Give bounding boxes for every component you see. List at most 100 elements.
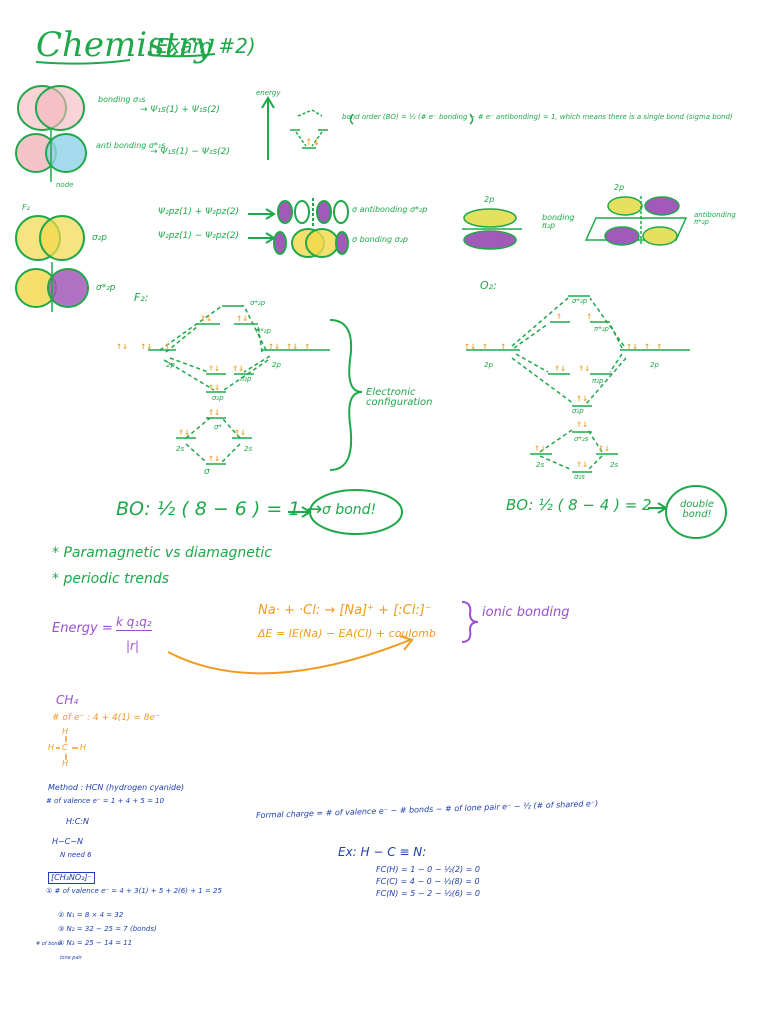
f2-electrons-s: ↑↓ xyxy=(208,453,221,464)
bond-order-note: bond order (BO) = ½ (# e⁻ bonding − # e⁻… xyxy=(342,113,733,121)
o2-diagram-label: O₂: xyxy=(480,279,497,292)
h2-node-label: node xyxy=(56,181,74,189)
ch3no2-title: [CH₃NO₂]⁻ xyxy=(48,872,95,884)
f2-arrows xyxy=(248,208,276,244)
o2-top-label: σ*₂p xyxy=(572,297,588,305)
o2-electrons-2s-left: ↑↓ xyxy=(534,443,547,454)
o2-bond-result: double bond! xyxy=(679,499,715,520)
hcn-lewis1: H:C:N xyxy=(66,817,89,826)
f2-sigma-label-d: σ₂p xyxy=(212,394,224,402)
f2-bonding-label: σ bonding σ₂p xyxy=(352,235,409,244)
title-underline xyxy=(35,59,131,65)
f2-left-2s: 2s xyxy=(176,445,185,453)
h2-mo-diagram xyxy=(290,109,328,149)
f2-sigma-label: σ₂p xyxy=(92,233,108,243)
o2-electrons-left: ↑↓ ↑ ↑ xyxy=(464,341,507,352)
page-title: Chemistry xyxy=(36,25,214,65)
config-brace xyxy=(329,319,363,471)
ch3no2-n2: ③ N₂ = 32 − 25 = 7 (bonds) xyxy=(58,925,157,933)
f2-left-2p: 2p xyxy=(166,361,175,369)
o2-left-2p: 2p xyxy=(484,361,493,369)
f2-electrons-sstar: ↑↓ xyxy=(208,407,221,418)
hcn-lewis2: H−C−N xyxy=(52,837,83,846)
f2-eq2: Ψ₂pz(1) − Ψ₂pz(2) xyxy=(158,231,240,241)
h2-antibonding-label: anti bonding σ*₁s xyxy=(96,141,166,150)
ionic-reaction: Na· + ·Cl: → [Na]⁺ + [:Cl:]⁻ xyxy=(258,603,432,618)
f2-bond-order: BO: ½ ( 8 − 6 ) = 1 → xyxy=(116,498,323,520)
energy-eq-label: Energy = xyxy=(52,621,113,636)
o2-left-2s: 2s xyxy=(536,461,545,469)
f2-diagram-label: F₂: xyxy=(134,291,149,304)
ch3no2-side: # of bond xyxy=(36,941,61,947)
f2-right-2s: 2s xyxy=(244,445,253,453)
f2-eq1: Ψ₂pz(1) + Ψ₂pz(2) xyxy=(158,207,240,217)
h2-bonding-label: bonding σ₁s xyxy=(98,95,146,104)
o2-electrons-sstar: ↑↓ xyxy=(576,419,589,430)
ionic-delta-e: ΔE = IE(Na) − EA(Cl) + coulomb xyxy=(258,627,436,640)
f2-orbital-label: F₂ xyxy=(22,203,30,212)
f2-electrons-pistar: ↑↓ ↑↓ xyxy=(200,313,249,324)
svg-text:↑↓: ↑↓ xyxy=(305,138,320,148)
fc-h: FC(H) = 1 − 0 − ½(2) = 0 xyxy=(376,865,480,874)
o2-sigma-s-label: σ₂s xyxy=(574,473,585,481)
ionic-brace xyxy=(461,601,479,643)
f2-electrons-right: ↑↓ ↑↓ ↑ xyxy=(268,341,311,352)
o2-pi-star-label: π*₂p xyxy=(594,325,609,333)
f2-sigma-star-label: σ*₂p xyxy=(96,283,116,293)
energy-arrow xyxy=(261,96,275,160)
o2-electrons-2s-right: ↑↓ xyxy=(598,443,611,454)
f2-pi-label: π₂p xyxy=(240,375,252,383)
f2-sigma-s-label: σ xyxy=(204,467,210,477)
pi-bonding-label: bonding π₂p xyxy=(542,213,575,230)
hcn-valence: # of valence e⁻ = 1 + 4 + 5 = 10 xyxy=(46,797,165,805)
o2-electrons-pi: ↑↓ ↑↓ xyxy=(554,363,591,374)
o2-sigma-label: σ₂p xyxy=(572,407,584,415)
pi-antibonding-label: antibonding π*₂p xyxy=(694,211,736,226)
ch4-title: CH₄ xyxy=(56,693,79,707)
ch3no2-n1: ② N₁ = 8 × 4 = 32 xyxy=(58,911,124,919)
energy-label: energy xyxy=(256,89,281,97)
p-antibonding-lobes xyxy=(277,198,349,226)
pi-antibonding-lobes xyxy=(584,196,688,246)
ch3no2-n3: ④ N₃ = 25 − 14 = 11 xyxy=(58,939,133,947)
ch4-valence: # of e⁻ : 4 + 4(1) = 8e⁻ xyxy=(52,713,160,723)
ch4-bonds xyxy=(56,736,78,760)
exam-label: (Exam #2) xyxy=(148,34,256,58)
ch4-h-right: H xyxy=(80,743,87,752)
f2-electrons-sigma: ↑↓ xyxy=(208,382,221,393)
ch3no2-valence: ① # of valence e⁻ = 4 + 3(1) + 5 + 2(6) … xyxy=(46,887,222,895)
ch4-h-left: H xyxy=(48,743,55,752)
o2-electrons-pistar: ↑ ↑ xyxy=(556,311,593,322)
h2-bonding-orbital xyxy=(17,85,85,131)
f2-electrons-2s-right: ↑↓ xyxy=(234,427,247,438)
ch4-h-bottom: H xyxy=(62,759,69,768)
f2-electrons-2s-left: ↑↓ xyxy=(178,427,191,438)
hcn-ex-title: Ex: H − C ≡ N: xyxy=(338,845,427,859)
o2-mo-lines xyxy=(466,295,690,473)
o2-bond-circle xyxy=(665,485,727,539)
f2-electrons-left: ↑↓ ↑↓ ↑ xyxy=(116,341,171,352)
f2-2p-label-b: 2p xyxy=(614,183,625,192)
f2-2p-label: 2p xyxy=(484,195,495,204)
ionic-bonding-label: ionic bonding xyxy=(482,605,570,620)
o2-pi-label: π₂p xyxy=(592,377,604,385)
energy-denominator: |r| xyxy=(126,639,140,653)
f2-mo-lines xyxy=(148,305,330,465)
f2-right-2p: 2p xyxy=(272,361,281,369)
h2-antibonding-orbital xyxy=(15,128,87,182)
ch4-h-top: H xyxy=(62,727,69,736)
o2-electrons-right: ↑↓ ↑ ↑ xyxy=(626,341,663,352)
hcn-lewis3: N need 6 xyxy=(60,851,92,859)
topic-paramagnetic: * Paramagnetic vs diamagnetic xyxy=(52,545,272,561)
exam-underline xyxy=(151,53,216,58)
o2-right-2p: 2p xyxy=(650,361,659,369)
energy-numerator: k q₁q₂ xyxy=(116,615,152,631)
f2-top-label: σ*₂p xyxy=(250,299,266,307)
h2-antibonding-eq: → Ψ₁s(1) − Ψ₁s(2) xyxy=(150,147,230,157)
f2-bond-result: σ bond! xyxy=(322,502,377,518)
coulomb-arrow xyxy=(167,639,411,675)
o2-electrons-sigma: ↑↓ xyxy=(576,393,589,404)
topic-periodic: * periodic trends xyxy=(52,571,169,587)
electron-config-label: Electronic configuration xyxy=(366,387,433,408)
